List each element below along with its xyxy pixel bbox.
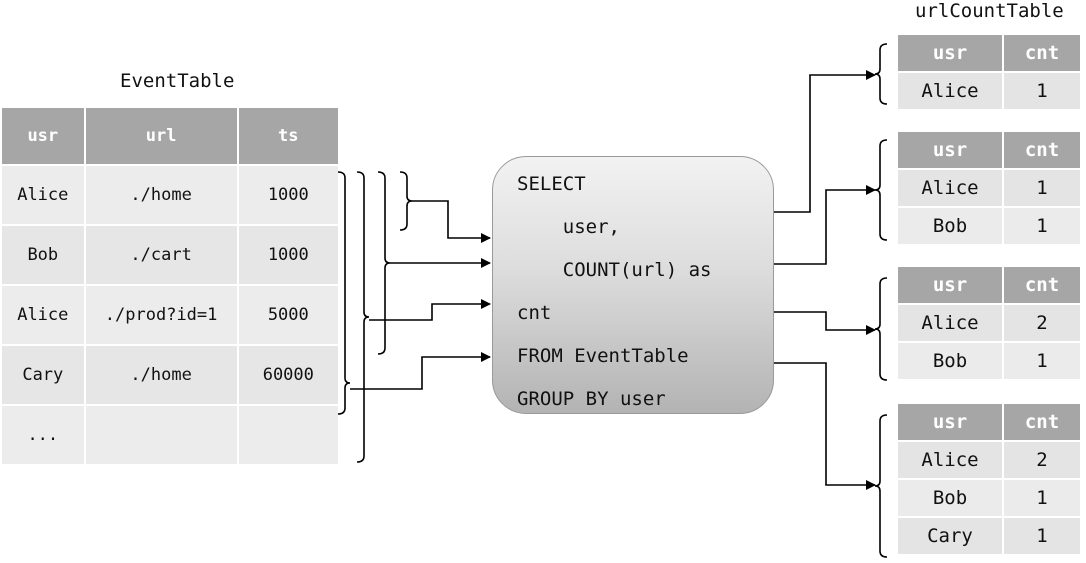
- column-header: usr: [898, 132, 1002, 168]
- column-header: cnt: [1004, 267, 1080, 303]
- query-line: SELECT: [517, 173, 586, 195]
- table-header-row: usr cnt: [898, 267, 1080, 303]
- result-table-title: urlCountTable: [915, 0, 1064, 22]
- table-cell: 1: [1004, 73, 1080, 109]
- table-cell: Bob: [898, 480, 1002, 516]
- table-cell: Alice: [898, 442, 1002, 478]
- table-cell: Alice: [2, 286, 84, 344]
- table-header-row: usr cnt: [898, 404, 1080, 440]
- table-header-row: usr url ts: [2, 108, 338, 164]
- column-header: usr: [898, 35, 1002, 71]
- table-row: Bob 1: [898, 208, 1080, 244]
- table-row: Bob 1: [898, 480, 1080, 516]
- table-row: Bob ./cart 1000: [2, 226, 338, 284]
- query-line: cnt: [517, 302, 552, 324]
- table-cell: 1000: [238, 166, 338, 224]
- table-cell: 1000: [238, 226, 338, 284]
- table-cell: 1: [1004, 170, 1080, 206]
- result-table-4: usr cnt Alice 2 Bob 1 Cary 1: [896, 402, 1082, 556]
- table-header-row: usr cnt: [898, 132, 1080, 168]
- input-brace-1: [399, 171, 413, 231]
- input-arrow-1: [412, 200, 491, 243]
- table-row: Alice 1: [898, 73, 1080, 109]
- result-table-1: usr cnt Alice 1: [896, 33, 1082, 111]
- table-cell: Alice: [2, 166, 84, 224]
- table-cell: Alice: [898, 73, 1002, 109]
- table-row: Cary ./home 60000: [2, 346, 338, 404]
- output-arrow-2: [774, 185, 876, 265]
- table-row: Alice 2: [898, 305, 1080, 341]
- column-header: ts: [238, 108, 338, 164]
- column-header: cnt: [1004, 404, 1080, 440]
- table-cell: 2: [1004, 442, 1080, 478]
- query-box: SELECT user, COUNT(url) as cnt FROM Even…: [492, 156, 774, 414]
- input-brace-2: [377, 171, 391, 355]
- output-arrow-4: [774, 362, 876, 490]
- input-arrow-3: [369, 299, 491, 321]
- output-brace-2: [874, 139, 888, 241]
- table-cell: ./cart: [85, 226, 237, 284]
- query-line: FROM EventTable: [517, 345, 689, 367]
- column-header: cnt: [1004, 35, 1080, 71]
- event-table-title: EventTable: [120, 70, 235, 92]
- table-cell: ./home: [85, 166, 237, 224]
- input-arrow-4: [350, 352, 491, 390]
- table-row: Cary 1: [898, 518, 1080, 554]
- column-header: usr: [898, 267, 1002, 303]
- table-cell: [238, 406, 338, 464]
- output-brace-3: [874, 277, 888, 381]
- table-cell: 1: [1004, 208, 1080, 244]
- input-brace-4: [337, 171, 351, 415]
- table-cell: Bob: [2, 226, 84, 284]
- table-cell: 5000: [238, 286, 338, 344]
- table-cell: [85, 406, 237, 464]
- event-table: usr url ts Alice ./home 1000 Bob ./cart …: [0, 106, 340, 466]
- table-cell: ./prod?id=1: [85, 286, 237, 344]
- table-cell: 1: [1004, 343, 1080, 379]
- table-cell: 1: [1004, 518, 1080, 554]
- table-cell: 2: [1004, 305, 1080, 341]
- table-row: ...: [2, 406, 338, 464]
- table-header-row: usr cnt: [898, 35, 1080, 71]
- table-cell: Bob: [898, 343, 1002, 379]
- table-cell: Alice: [898, 170, 1002, 206]
- column-header: url: [85, 108, 237, 164]
- output-brace-4: [874, 414, 888, 558]
- column-header: usr: [898, 404, 1002, 440]
- table-cell: 1: [1004, 480, 1080, 516]
- query-line: user,: [517, 216, 620, 238]
- column-header: cnt: [1004, 132, 1080, 168]
- table-cell: 60000: [238, 346, 338, 404]
- table-cell: Bob: [898, 208, 1002, 244]
- result-table-2: usr cnt Alice 1 Bob 1: [896, 130, 1082, 246]
- query-line: COUNT(url) as: [517, 259, 712, 281]
- table-cell: Cary: [2, 346, 84, 404]
- table-cell: ...: [2, 406, 84, 464]
- output-arrow-3: [774, 311, 876, 335]
- table-row: Alice 2: [898, 442, 1080, 478]
- table-row: Alice 1: [898, 170, 1080, 206]
- output-arrow-1: [774, 70, 876, 213]
- table-row: Alice ./prod?id=1 5000: [2, 286, 338, 344]
- query-line: GROUP BY user: [517, 388, 666, 410]
- table-cell: Cary: [898, 518, 1002, 554]
- input-brace-3: [356, 171, 370, 463]
- table-cell: ./home: [85, 346, 237, 404]
- table-row: Alice ./home 1000: [2, 166, 338, 224]
- output-brace-1: [874, 43, 888, 105]
- result-table-3: usr cnt Alice 2 Bob 1: [896, 265, 1082, 381]
- table-row: Bob 1: [898, 343, 1080, 379]
- table-cell: Alice: [898, 305, 1002, 341]
- column-header: usr: [2, 108, 84, 164]
